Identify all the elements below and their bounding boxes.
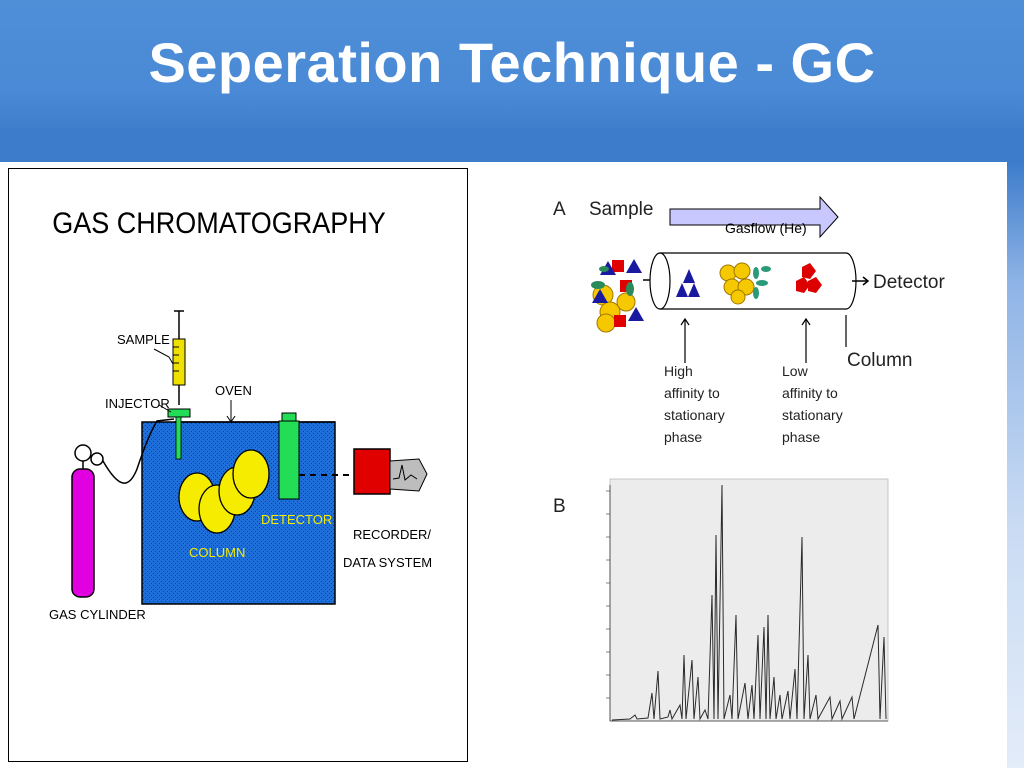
recorder-label-1: RECORDER/: [353, 527, 431, 542]
header-band: [0, 128, 1024, 162]
detector-title: Detector: [873, 272, 945, 293]
low-affinity-line-1: Low: [782, 363, 809, 379]
low-affinity-molecules: [796, 263, 822, 293]
high-affinity-line-2: affinity to: [664, 385, 720, 401]
mixed-molecules: [719, 262, 771, 305]
injector-label: INJECTOR: [105, 396, 170, 411]
diagram-heading: GAS CHROMATOGRAPHY: [52, 207, 386, 240]
injector-block: [167, 408, 191, 418]
chromatogram-plot: [606, 478, 889, 722]
panel-b-letter: B: [553, 496, 566, 517]
high-affinity-line-4: phase: [664, 429, 702, 445]
column-coils: [178, 449, 270, 534]
detector-block: [278, 420, 300, 500]
high-affinity-label: High affinity to stationary phase: [664, 363, 725, 445]
oven-box: [141, 421, 336, 605]
column-label: COLUMN: [189, 545, 245, 560]
high-affinity-molecules: [676, 269, 700, 297]
recorder-paper: [389, 458, 428, 492]
slide-side-strip: [1007, 162, 1024, 768]
recorder-label-2: DATA SYSTEM: [343, 555, 432, 570]
gas-cylinder: [71, 468, 95, 598]
recorder-block: [353, 448, 391, 495]
oven-label: OVEN: [215, 383, 252, 398]
column-title: Column: [847, 350, 912, 371]
separation-figure: A Sample Gasflow (He): [553, 195, 945, 722]
gc-apparatus-diagram: GAS CHROMATOGRAPHY SAMPLE INJECTOR OVEN: [49, 207, 432, 622]
gas-cylinder-label: GAS CYLINDER: [49, 607, 146, 622]
gasflow-arrow: [669, 195, 839, 239]
high-affinity-line-3: stationary: [664, 407, 725, 423]
slide-title: Seperation Technique - GC: [148, 31, 876, 94]
panel-a-letter: A: [553, 199, 566, 220]
low-affinity-label: Low affinity to stationary phase: [782, 363, 843, 445]
low-affinity-line-3: stationary: [782, 407, 843, 423]
column-tube: [649, 252, 857, 310]
gasflow-label: Gasflow (He): [725, 220, 807, 236]
gc-apparatus-figure: GAS CHROMATOGRAPHY SAMPLE INJECTOR OVEN: [8, 168, 468, 762]
detector-label: DETECTOR: [261, 512, 332, 527]
sample-syringe: [172, 310, 186, 405]
sample-title: Sample: [589, 199, 653, 220]
sample-label: SAMPLE: [117, 332, 170, 347]
sample-mixture: [591, 259, 644, 333]
low-affinity-line-4: phase: [782, 429, 820, 445]
high-affinity-line-1: High: [664, 363, 693, 379]
low-affinity-line-2: affinity to: [782, 385, 838, 401]
